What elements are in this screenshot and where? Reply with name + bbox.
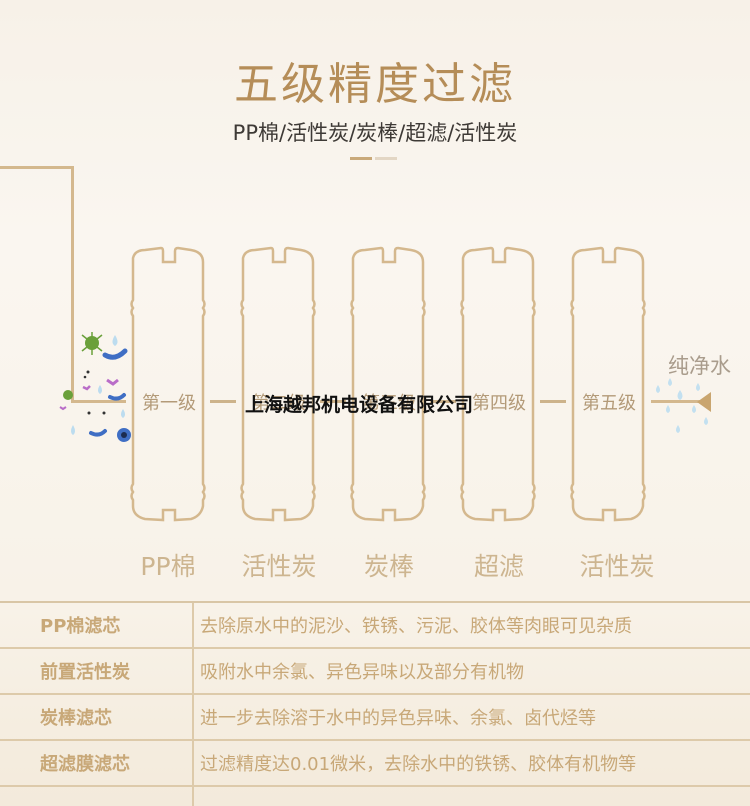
table-cell-desc: 吸附水中余氯、异色异味以及部分有机物 [200, 662, 524, 683]
table-cell-name: 前置活性炭 [0, 649, 194, 693]
page-subtitle: PP棉/活性炭/炭棒/超滤/活性炭 [232, 121, 518, 145]
table-row: 超滤膜滤芯 过滤精度达0.01微米，去除水中的铁锈、胶体有机物等 [0, 741, 750, 787]
stage-label-2: 第二级 [252, 393, 306, 414]
filter-cartridge-2 [240, 246, 316, 522]
table-cell-name: PP棉滤芯 [0, 603, 194, 647]
filter-cartridge-3 [350, 246, 426, 522]
title-divider-accent [350, 157, 372, 160]
table-row: 炭棒滤芯 进一步去除溶于水中的异色异味、余氯、卤代烃等 [0, 695, 750, 741]
stage-label-1: 第一级 [142, 393, 196, 414]
filter-name-1: PP棉 [140, 552, 196, 581]
stage-connector-3 [430, 400, 456, 403]
filter-name-4: 超滤 [473, 552, 524, 581]
outlet-label: 纯净水 [668, 354, 731, 378]
water-drops-icon [656, 378, 708, 433]
page-title: 五级精度过滤 [234, 59, 516, 110]
table-cell-desc [194, 787, 750, 806]
stage-connector-4 [540, 400, 566, 403]
filter-spec-table: PP棉滤芯 去除原水中的泥沙、铁锈、污泥、胶体等肉眼可见杂质 前置活性炭 吸附水… [0, 601, 750, 806]
contaminants-icon [59, 332, 131, 442]
filter-name-3: 炭棒 [363, 552, 414, 581]
outlet-pipe [651, 400, 703, 403]
table-row: PP棉滤芯 去除原水中的泥沙、铁锈、污泥、胶体等肉眼可见杂质 [0, 603, 750, 649]
stage-connector-2 [320, 400, 346, 403]
table-cell-desc: 过滤精度达0.01微米，去除水中的铁锈、胶体有机物等 [200, 754, 637, 775]
outlet-arrow-icon [697, 392, 711, 412]
filter-cartridge-4 [460, 246, 536, 522]
filter-cartridges [130, 246, 646, 522]
table-cell-name: 超滤膜滤芯 [0, 741, 194, 785]
filter-cartridge-5 [570, 246, 646, 522]
stage-label-3: 第三级 [362, 393, 416, 414]
inlet-pipe-bottom [71, 400, 126, 403]
table-row: 前置活性炭 吸附水中余氯、异色异味以及部分有机物 [0, 649, 750, 695]
company-watermark: 上海越邦机电设备有限公司 [245, 394, 474, 416]
table-row-partial [0, 787, 750, 806]
table-cell-name [0, 787, 194, 806]
filter-name-2: 活性炭 [241, 552, 317, 581]
table-cell-name: 炭棒滤芯 [0, 695, 194, 739]
stage-label-4: 第四级 [472, 393, 526, 414]
inlet-pipe-top [0, 166, 73, 169]
stage-connector-1 [210, 400, 236, 403]
table-cell-desc: 去除原水中的泥沙、铁锈、污泥、胶体等肉眼可见杂质 [200, 616, 632, 637]
filter-cartridge-1 [130, 246, 206, 522]
stage-label-5: 第五级 [582, 393, 636, 414]
table-cell-desc: 进一步去除溶于水中的异色异味、余氯、卤代烃等 [200, 708, 596, 729]
title-divider-light [375, 157, 397, 160]
filter-name-5: 活性炭 [579, 552, 655, 581]
inlet-pipe-vertical [71, 166, 74, 403]
